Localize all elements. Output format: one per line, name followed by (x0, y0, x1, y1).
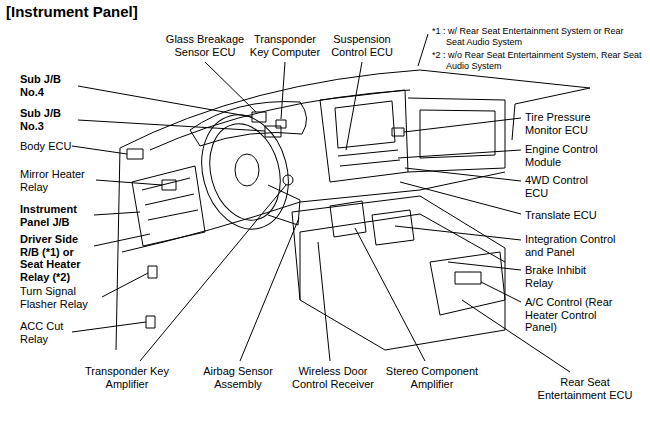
dash-outline (120, 70, 590, 148)
glove-box-door (420, 110, 495, 158)
part-label: Body ECU (20, 140, 100, 153)
acc-relay (146, 316, 155, 328)
dash-edge (150, 90, 410, 150)
sub-block (252, 112, 266, 122)
rear-control-panel (455, 272, 481, 284)
shifter (330, 201, 366, 237)
rear-console (430, 252, 505, 315)
steering-wheel (189, 105, 300, 239)
key-cylinder (283, 175, 293, 185)
part-label: 4WD Control ECU (525, 174, 600, 199)
steering-wheel-inner (199, 116, 290, 228)
computer-unit (276, 120, 286, 128)
part-label: Sub J/B No.4 (20, 73, 75, 98)
cluster-hood (190, 102, 307, 146)
display (335, 101, 395, 148)
part-label: ACC Cut Relay (20, 320, 80, 345)
part-label: Transponder Key Amplifier (77, 365, 177, 390)
flasher-relay (148, 266, 157, 278)
part-label: Suspension Control ECU (325, 33, 400, 58)
part-label: Rear Seat Entertainment ECU (530, 376, 640, 401)
steering-hub (235, 154, 259, 186)
part-label: Integration Control and Panel (525, 233, 633, 258)
footnote: *1 : w/ Rear Seat Entertainment System o… (432, 26, 642, 47)
part-label: Sub J/B No.3 (20, 107, 75, 132)
part-label: Transponder Key Computer (245, 33, 325, 58)
part-label: Mirror Heater Relay (20, 168, 100, 193)
part-label: Brake Inhibit Relay (525, 264, 610, 289)
relay (162, 180, 176, 190)
module (392, 128, 404, 136)
part-label: Instrument Panel J/B (20, 203, 92, 228)
part-label: Airbag Sensor Assembly (193, 365, 283, 390)
diagram-title: [Instrument Panel] (6, 3, 138, 20)
leader-lines (72, 34, 570, 372)
part-label: Wireless Door Control Receiver (286, 365, 381, 390)
part-label: Glass Breakage Sensor ECU (158, 33, 253, 58)
center-stack (320, 90, 408, 182)
floor-console (292, 196, 505, 350)
part-label: Translate ECU (525, 209, 635, 222)
part-label: Driver Side R/B (*1) or Seat Heater Rela… (20, 233, 92, 283)
footnote: *2 : w/o Rear Seat Entertainment System,… (432, 50, 642, 71)
steering-column (268, 185, 300, 225)
glove-box (408, 98, 505, 172)
part-label: A/C Control (Rear Heater Control Panel) (525, 296, 617, 334)
door-edge (116, 148, 120, 350)
lower-dash (122, 172, 505, 252)
body-ecu (127, 149, 143, 159)
part-label: Stereo Component Amplifier (380, 365, 485, 390)
part-label: Engine Control Module (525, 143, 620, 168)
part-label: Tire Pressure Monitor ECU (525, 111, 615, 136)
stack-controls (338, 150, 400, 166)
part-label: Turn Signal Flasher Relay (20, 285, 102, 310)
